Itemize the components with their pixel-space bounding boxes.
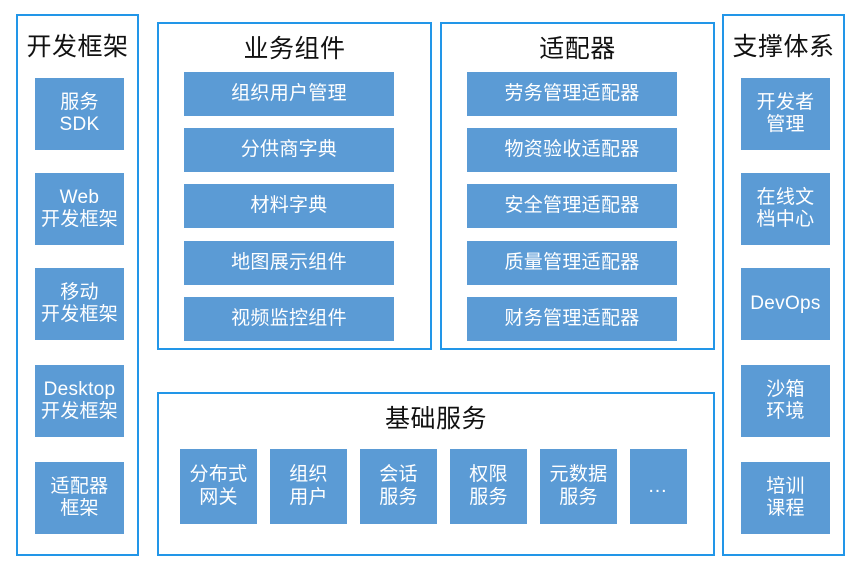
box-safety-management-adapter[interactable]: 安全管理适配器 [467,184,677,228]
box-video-monitor-component[interactable]: 视频监控组件 [184,297,394,341]
box-material-acceptance-adapter[interactable]: 物资验收适配器 [467,128,677,172]
box-devops[interactable]: DevOps [741,268,830,340]
panel-title-adapters: 适配器 [539,35,616,63]
panel-business-components[interactable]: 业务组件 组织用户管理 分供商字典 材料字典 地图展示组件 视频监控组件 [157,22,432,350]
box-map-display-component[interactable]: 地图展示组件 [184,241,394,285]
panel-adapters[interactable]: 适配器 劳务管理适配器 物资验收适配器 安全管理适配器 质量管理适配器 财务管理… [440,22,715,350]
box-material-dictionary[interactable]: 材料字典 [184,184,394,228]
box-service-sdk[interactable]: 服务 SDK [35,78,124,150]
box-session-service[interactable]: 会话 服务 [360,449,437,524]
box-supplier-dictionary[interactable]: 分供商字典 [184,128,394,172]
box-labor-management-adapter[interactable]: 劳务管理适配器 [467,72,677,116]
panel-support-system[interactable]: 支撑体系 开发者 管理 在线文 档中心 DevOps 沙箱 环境 培训 课程 [722,14,845,556]
box-distributed-gateway[interactable]: 分布式 网关 [180,449,257,524]
box-developer-management[interactable]: 开发者 管理 [741,78,830,150]
panel-title-base-services: 基础服务 [384,405,487,433]
panel-base-services[interactable]: 基础服务 分布式 网关 组织 用户 会话 服务 权限 服务 元数据 服务 … [157,392,715,556]
panel-dev-framework[interactable]: 开发框架 服务 SDK Web 开发框架 移动 开发框架 Desktop 开发框… [16,14,139,556]
box-org-user-management[interactable]: 组织用户管理 [184,72,394,116]
box-finance-management-adapter[interactable]: 财务管理适配器 [467,297,677,341]
box-desktop-dev-framework[interactable]: Desktop 开发框架 [35,365,124,437]
box-sandbox-environment[interactable]: 沙箱 环境 [741,365,830,437]
box-quality-management-adapter[interactable]: 质量管理适配器 [467,241,677,285]
panel-title-dev-framework: 开发框架 [26,33,129,61]
box-metadata-service[interactable]: 元数据 服务 [540,449,617,524]
box-web-dev-framework[interactable]: Web 开发框架 [35,173,124,245]
box-more-services[interactable]: … [630,449,687,524]
panel-title-support-system: 支撑体系 [732,33,835,61]
box-training-course[interactable]: 培训 课程 [741,462,830,534]
box-online-doc-center[interactable]: 在线文 档中心 [741,173,830,245]
panel-title-business-components: 业务组件 [243,35,346,63]
box-mobile-dev-framework[interactable]: 移动 开发框架 [35,268,124,340]
box-permission-service[interactable]: 权限 服务 [450,449,527,524]
box-adapter-framework[interactable]: 适配器 框架 [35,462,124,534]
box-org-user[interactable]: 组织 用户 [270,449,347,524]
